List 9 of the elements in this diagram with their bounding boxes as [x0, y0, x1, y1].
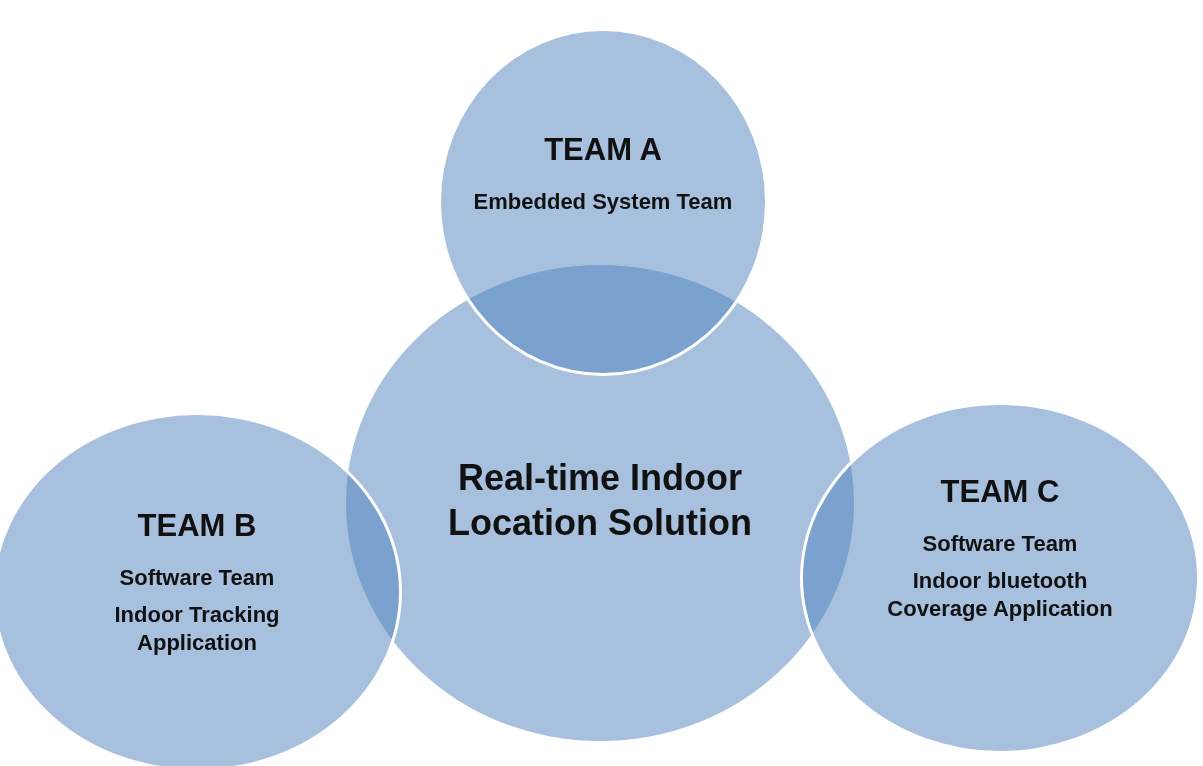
team-subtitle: Software Team — [921, 529, 1079, 558]
title-text: Real-time Indoor Location Solution — [447, 456, 753, 545]
team-heading: TEAM A — [543, 131, 663, 169]
team-description: Indoor bluetooth Coverage Application — [886, 567, 1114, 623]
team-subtitle: Software Team — [118, 563, 276, 592]
team-heading: TEAM C — [939, 473, 1061, 511]
team-description: Indoor Tracking Application — [113, 601, 281, 657]
team-subtitle: Embedded System Team — [473, 187, 733, 216]
team-heading: TEAM B — [136, 507, 258, 545]
